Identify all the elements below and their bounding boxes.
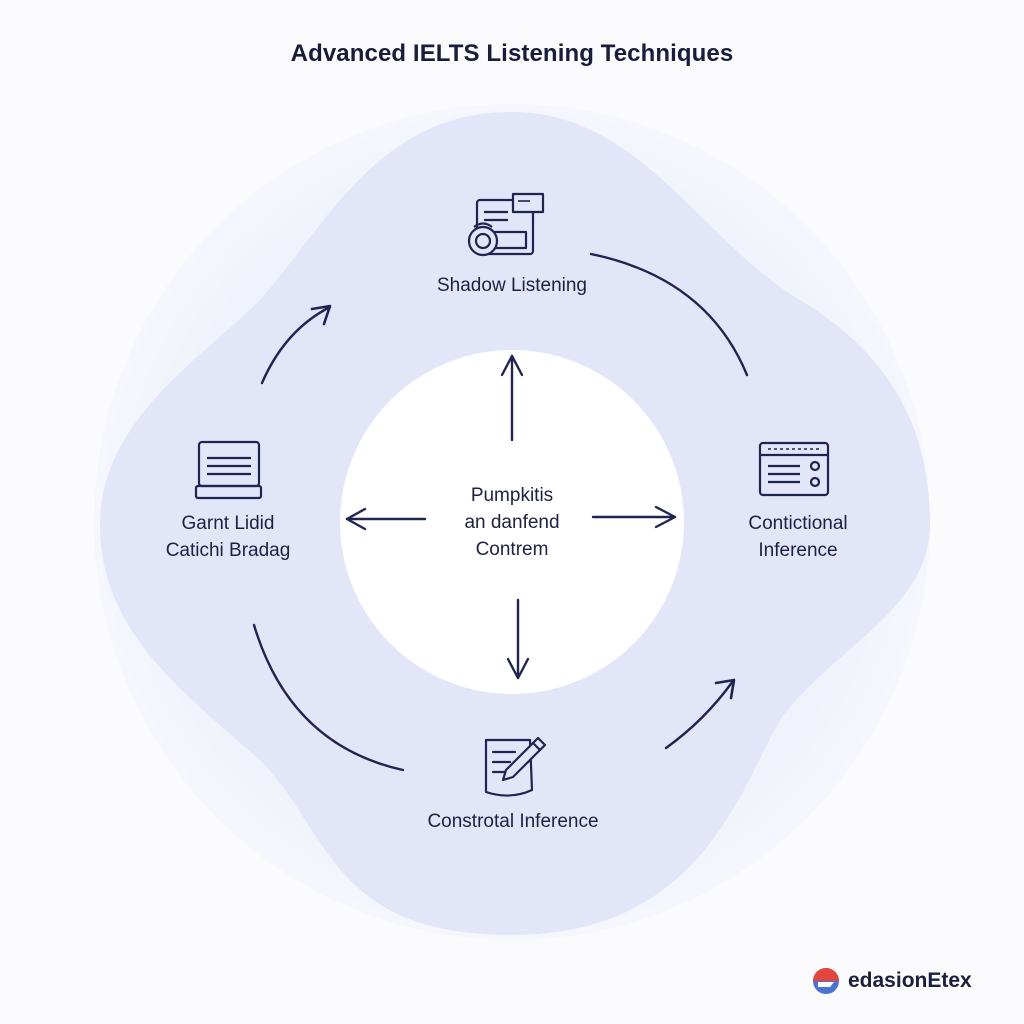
node-left-line-1: Garnt Lidid xyxy=(181,513,275,534)
brand-name: edasionEtex xyxy=(848,969,972,992)
center-line-1: Pumpkitis xyxy=(470,485,554,506)
audio-player-icon xyxy=(467,192,545,257)
node-left-line-2: Catichi Bradag xyxy=(165,540,291,561)
center-label: Pumpkitis an danfend Contrem xyxy=(412,482,612,563)
node-label-right: Contictional Inference xyxy=(688,510,908,564)
cycle-arc-bottom-left xyxy=(252,623,405,772)
node-right-line-2: Inference xyxy=(758,540,838,561)
node-label-top: Shadow Listening xyxy=(377,272,647,299)
cycle-arc-bottom-right xyxy=(664,679,735,750)
page-title: Advanced IELTS Listening Techniques xyxy=(290,40,734,67)
cycle-arc-top-left xyxy=(260,305,332,385)
node-label-bottom: Constrotal Inference xyxy=(363,808,663,835)
node-label-left: Garnt Lidid Catichi Bradag xyxy=(118,510,338,564)
node-bottom-text: Constrotal Inference xyxy=(427,811,599,832)
logo-icon xyxy=(813,968,839,994)
brand-mark: edasionEtex xyxy=(812,966,972,996)
node-top-text: Shadow Listening xyxy=(437,275,587,296)
arrow-left xyxy=(345,507,427,531)
center-line-2: an danfend xyxy=(464,512,560,533)
arrow-down xyxy=(506,598,530,680)
document-pen-icon xyxy=(484,736,547,797)
browser-window-icon xyxy=(758,441,830,497)
cycle-arc-top-right xyxy=(589,252,749,377)
arrow-up xyxy=(500,354,524,442)
center-disc xyxy=(340,350,684,694)
arrow-right xyxy=(591,505,677,529)
node-right-line-1: Contictional xyxy=(748,513,848,534)
arrowhead-top-left xyxy=(310,304,332,326)
arrowhead-bottom-right xyxy=(714,678,736,700)
center-line-3: Contrem xyxy=(475,539,549,560)
laptop-icon xyxy=(194,440,263,500)
